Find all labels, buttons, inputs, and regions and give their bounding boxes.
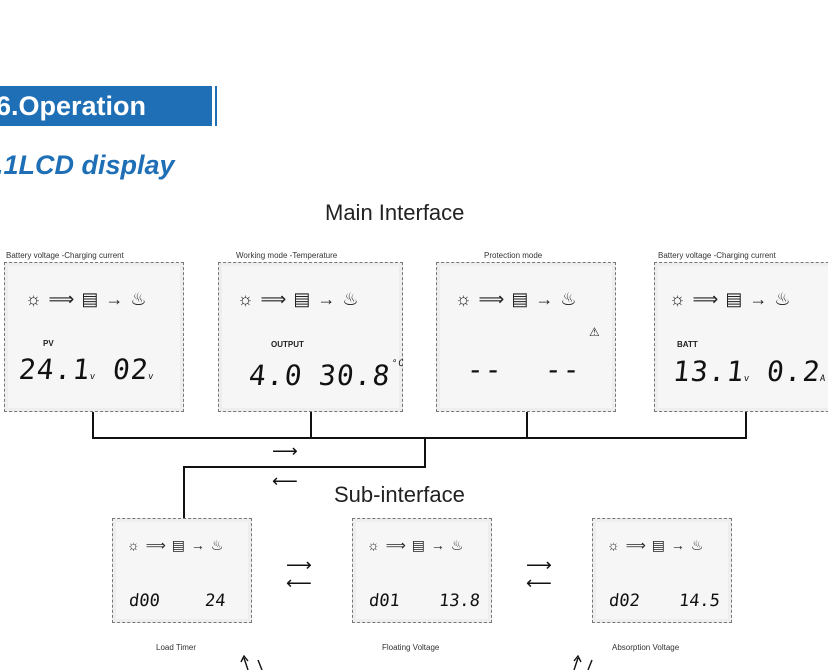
connector-line	[424, 437, 426, 467]
right-arrow-icon: ⟶	[286, 555, 312, 575]
status-icons: ☼ ⟹ ▤ → ♨	[669, 289, 792, 310]
lcd-panel-battery: ☼ ⟹ ▤ → ♨ PV 24.1v 02v	[4, 262, 184, 412]
sub-interface-title: Sub-interface	[334, 482, 465, 507]
panel-caption: Absorption Voltage	[612, 643, 680, 652]
panel-caption: Working mode -Temperature	[236, 251, 338, 260]
lcd-panel-load-timer: ☼ ⟹ ▤ → ♨ d00 24	[112, 518, 252, 623]
connector-line	[745, 412, 747, 438]
bulb-icon: ♨	[450, 537, 465, 553]
arrow-icon: →	[535, 289, 555, 309]
left-arrow-icon: ⟵	[286, 573, 312, 593]
main-interface-title: Main Interface	[325, 200, 465, 225]
left-arrow-icon: ⟵	[272, 471, 298, 491]
lcd-panel-protection: ☼ ⟹ ▤ → ♨ ⚠ -- --	[436, 262, 616, 412]
connector-line	[310, 412, 312, 438]
panel-caption: Battery voltage -Charging current	[658, 251, 776, 260]
status-icons: ☼ ⟹ ▤ → ♨	[367, 537, 464, 554]
battery-icon: ▤	[81, 289, 100, 309]
pv-label: PV	[43, 339, 54, 348]
battery-icon: ▤	[171, 537, 186, 553]
connector-line	[183, 466, 426, 468]
sun-icon: ☼	[607, 537, 621, 553]
arrow-icon: ⟹	[625, 537, 647, 553]
arrow-icon: →	[749, 289, 769, 309]
lcd-panel-absorption-voltage: ☼ ⟹ ▤ → ♨ d02 14.5	[592, 518, 732, 623]
arrow-icon: ⟹	[48, 289, 76, 309]
arrow-icon: ⟹	[478, 289, 506, 309]
sun-icon: ☼	[455, 289, 473, 309]
connector-line	[183, 466, 185, 518]
bulb-icon: ♨	[560, 289, 578, 309]
connector-line	[92, 412, 94, 438]
connector-line	[526, 412, 528, 438]
sun-icon: ☼	[25, 289, 43, 309]
arrow-icon: ⟹	[260, 289, 288, 309]
lcd-panel-floating-voltage: ☼ ⟹ ▤ → ♨ d01 13.8	[352, 518, 492, 623]
battery-icon: ▤	[293, 289, 312, 309]
arrow-icon: →	[430, 537, 446, 553]
battery-icon: ▤	[651, 537, 666, 553]
bulb-icon: ♨	[690, 537, 705, 553]
bulb-icon: ♨	[774, 289, 792, 309]
sun-icon: ☼	[127, 537, 141, 553]
sun-icon: ☼	[669, 289, 687, 309]
battery-icon: ▤	[411, 537, 426, 553]
bulb-icon: ♨	[210, 537, 225, 553]
arrow-icon: ⟹	[145, 537, 167, 553]
panel-caption: Floating Voltage	[382, 643, 440, 652]
connector-line	[92, 437, 747, 439]
right-arrow-icon: ⟶	[526, 555, 552, 575]
output-label: OUTPUT	[271, 340, 304, 349]
status-icons: ☼ ⟹ ▤ → ♨	[455, 289, 578, 310]
sun-icon: ☼	[367, 537, 381, 553]
lcd-panel-working-mode: ☼ ⟹ ▤ → ♨ OUTPUT 4.0 30.8°C	[218, 262, 405, 412]
arrow-icon: →	[105, 289, 125, 309]
subsection-heading: .1LCD display	[0, 150, 175, 180]
panel-caption: Load Timer	[156, 643, 197, 652]
status-icons: ☼ ⟹ ▤ → ♨	[607, 537, 704, 554]
warning-icon: ⚠	[589, 325, 600, 339]
arrow-icon: →	[317, 289, 337, 309]
bulb-icon: ♨	[342, 289, 360, 309]
status-icons: ☼ ⟹ ▤ → ♨	[25, 289, 148, 310]
battery-icon: ▤	[511, 289, 530, 309]
arrow-icon: →	[670, 537, 686, 553]
lcd-panel-batt: ☼ ⟹ ▤ → ♨ BATT 13.1v 0.2A	[654, 262, 828, 412]
arrow-icon: ⟹	[385, 537, 407, 553]
arrow-icon: ⟹	[692, 289, 720, 309]
battery-icon: ▤	[725, 289, 744, 309]
sun-icon: ☼	[237, 289, 255, 309]
batt-label: BATT	[677, 340, 698, 349]
status-icons: ☼ ⟹ ▤ → ♨	[237, 289, 360, 310]
panel-caption: Battery voltage -Charging current	[6, 251, 124, 260]
bulb-icon: ♨	[130, 289, 148, 309]
section-heading: 6.Operation	[0, 86, 212, 126]
panel-caption: Protection mode	[484, 251, 543, 260]
arrow-icon: →	[190, 537, 206, 553]
status-icons: ☼ ⟹ ▤ → ♨	[127, 537, 224, 554]
left-arrow-icon: ⟵	[526, 573, 552, 593]
right-arrow-icon: ⟶	[272, 441, 298, 461]
